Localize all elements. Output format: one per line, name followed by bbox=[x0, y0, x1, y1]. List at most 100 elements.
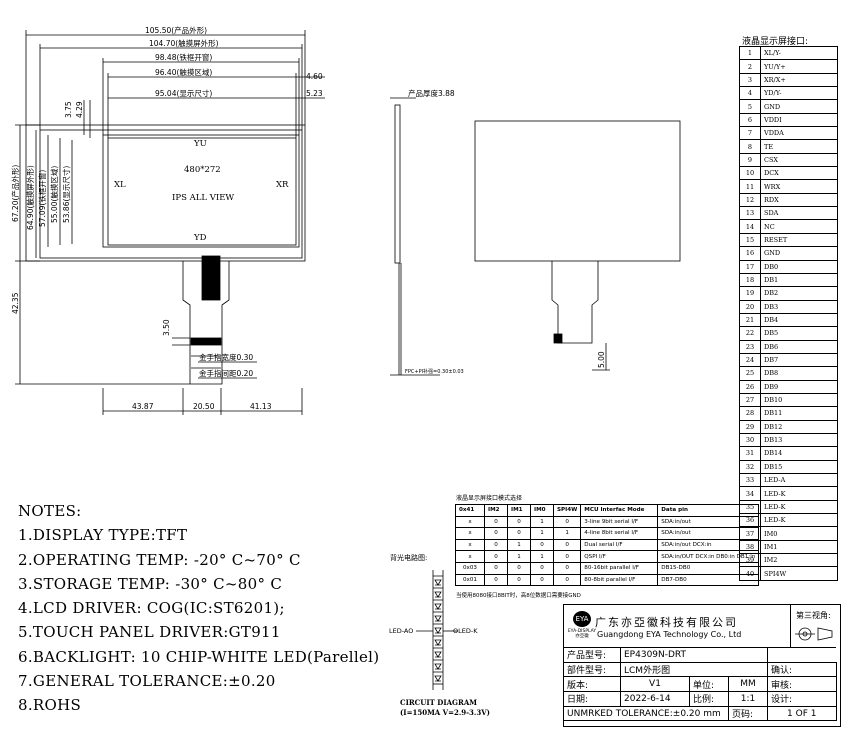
pin-table-title: 液晶显示屏接口: bbox=[742, 37, 809, 47]
dim-product-outline: 105.50(产品外形) bbox=[145, 25, 207, 35]
pin-signal: DB4 bbox=[760, 312, 838, 328]
pin-number: 8 bbox=[739, 139, 761, 154]
dim-4-29: 4.29 bbox=[75, 101, 84, 118]
pin-signal: IM1 bbox=[760, 539, 838, 555]
pin-signal: DB5 bbox=[760, 326, 838, 341]
pin-number: 31 bbox=[739, 446, 761, 461]
mode-header-cell: IM2 bbox=[484, 504, 508, 517]
mode-cell: SDA:in/out bbox=[657, 527, 760, 540]
mode-cell: SDA:in/out bbox=[657, 515, 760, 529]
dim-53-86: 53.86(显示尺寸) bbox=[61, 166, 71, 223]
pin-signal: WRX bbox=[760, 179, 838, 194]
pin-signal: DB14 bbox=[760, 446, 838, 461]
note-item: 2.OPERATING TEMP: -20° C~70° C bbox=[18, 550, 301, 569]
pin-signal: YD/Y- bbox=[760, 86, 838, 101]
mode-cell: 0 bbox=[507, 515, 531, 529]
dim-43-87: 43.87 bbox=[132, 402, 154, 411]
part-model-label: 部件型号: bbox=[563, 661, 621, 678]
pin-signal: LED-K bbox=[760, 499, 838, 515]
mode-header-cell: Data pin bbox=[657, 504, 760, 517]
pin-signal: NC bbox=[760, 219, 838, 234]
pin-signal: LED-A bbox=[760, 472, 838, 488]
mode-cell: 0 bbox=[484, 515, 508, 529]
mode-cell: 0x01 bbox=[455, 573, 485, 587]
mode-cell: x bbox=[455, 550, 485, 563]
pin-number: 25 bbox=[739, 366, 761, 381]
company-logo: EYA bbox=[573, 611, 591, 627]
dim-3-50: 3.50 bbox=[162, 319, 171, 336]
mode-cell: 4-line 8bit serial I/F bbox=[580, 527, 659, 540]
unit-label: 单位: bbox=[689, 676, 729, 693]
pin-number: 14 bbox=[739, 219, 761, 234]
note-item: 5.TOUCH PANEL DRIVER:GT911 bbox=[18, 623, 281, 642]
dim-57-09: 57.09(铁框开窗) bbox=[37, 170, 47, 227]
dim-3-75: 3.75 bbox=[64, 101, 73, 118]
dim-64-90: 64.90(触摸屏外形) bbox=[25, 165, 35, 230]
date: 2022-6-14 bbox=[620, 691, 690, 707]
pin-signal: SDA bbox=[760, 206, 838, 221]
dim-bezel-opening: 98.48(铁框开窗) bbox=[155, 52, 212, 62]
pin-number: 12 bbox=[739, 192, 761, 208]
unit: MM bbox=[728, 676, 768, 693]
pin-number: 34 bbox=[739, 486, 761, 501]
pin-number: 33 bbox=[739, 472, 761, 488]
mode-cell: 0 bbox=[484, 561, 508, 575]
pin-signal: IM0 bbox=[760, 526, 838, 541]
title-table: 产品型号: EP4309N-DRT 部件型号: LCM外形图 确认: 版本: V… bbox=[563, 647, 837, 722]
product-model-label: 产品型号: bbox=[563, 647, 621, 663]
mode-table-title: 液晶显示屏接口模式选择 bbox=[456, 495, 523, 502]
pin-number: 23 bbox=[739, 339, 761, 354]
mode-header-cell: SPI4W bbox=[552, 504, 582, 517]
notes-header: NOTES: bbox=[18, 502, 82, 520]
mode-cell: 0 bbox=[484, 538, 508, 552]
mode-cell: 0 bbox=[507, 527, 531, 540]
touch-outline bbox=[39, 129, 303, 259]
note-item: 3.STORAGE TEMP: -30° C~80° C bbox=[18, 574, 283, 593]
version: V1 bbox=[620, 676, 690, 693]
pin-number: 2 bbox=[739, 59, 761, 74]
scale: 1:1 bbox=[728, 691, 768, 707]
pin-number: 17 bbox=[739, 259, 761, 274]
pin-number: 32 bbox=[739, 459, 761, 475]
side-view bbox=[394, 104, 401, 264]
pin-signal: YU/Y+ bbox=[760, 59, 838, 74]
pin-number: 5 bbox=[739, 99, 761, 114]
pin-signal: VDDA bbox=[760, 126, 838, 141]
page-label: 页码: bbox=[728, 705, 768, 722]
company-name-en: Guangdong EYA Technology Co., Ltd bbox=[597, 630, 742, 639]
pin-number: 4 bbox=[739, 86, 761, 101]
dim-5-23: 5.23 bbox=[306, 89, 323, 98]
pin-number: 7 bbox=[739, 126, 761, 141]
pin-signal: DB0 bbox=[760, 259, 838, 274]
pin-number: 24 bbox=[739, 352, 761, 368]
part-model: LCM外形图 bbox=[620, 661, 768, 678]
pin-number: 20 bbox=[739, 299, 761, 314]
mode-cell: 0 bbox=[552, 550, 582, 563]
tolerance: UNMRKED TOLERANCE:±0.20 mm bbox=[563, 705, 729, 722]
pin-number: 3 bbox=[739, 72, 761, 88]
pin-signal: CSX bbox=[760, 152, 838, 168]
circuit-title: 背光电路图: bbox=[390, 554, 428, 562]
pin-signal: TE bbox=[760, 139, 838, 154]
pin-signal: DB7 bbox=[760, 352, 838, 368]
dim-5-00: 5.00 bbox=[597, 351, 606, 368]
label-view: IPS ALL VIEW bbox=[172, 193, 234, 203]
mode-cell: SDA:in/OUT DCX:in DB0:in DB1:in bbox=[657, 550, 760, 563]
version-label: 版本: bbox=[563, 676, 621, 693]
